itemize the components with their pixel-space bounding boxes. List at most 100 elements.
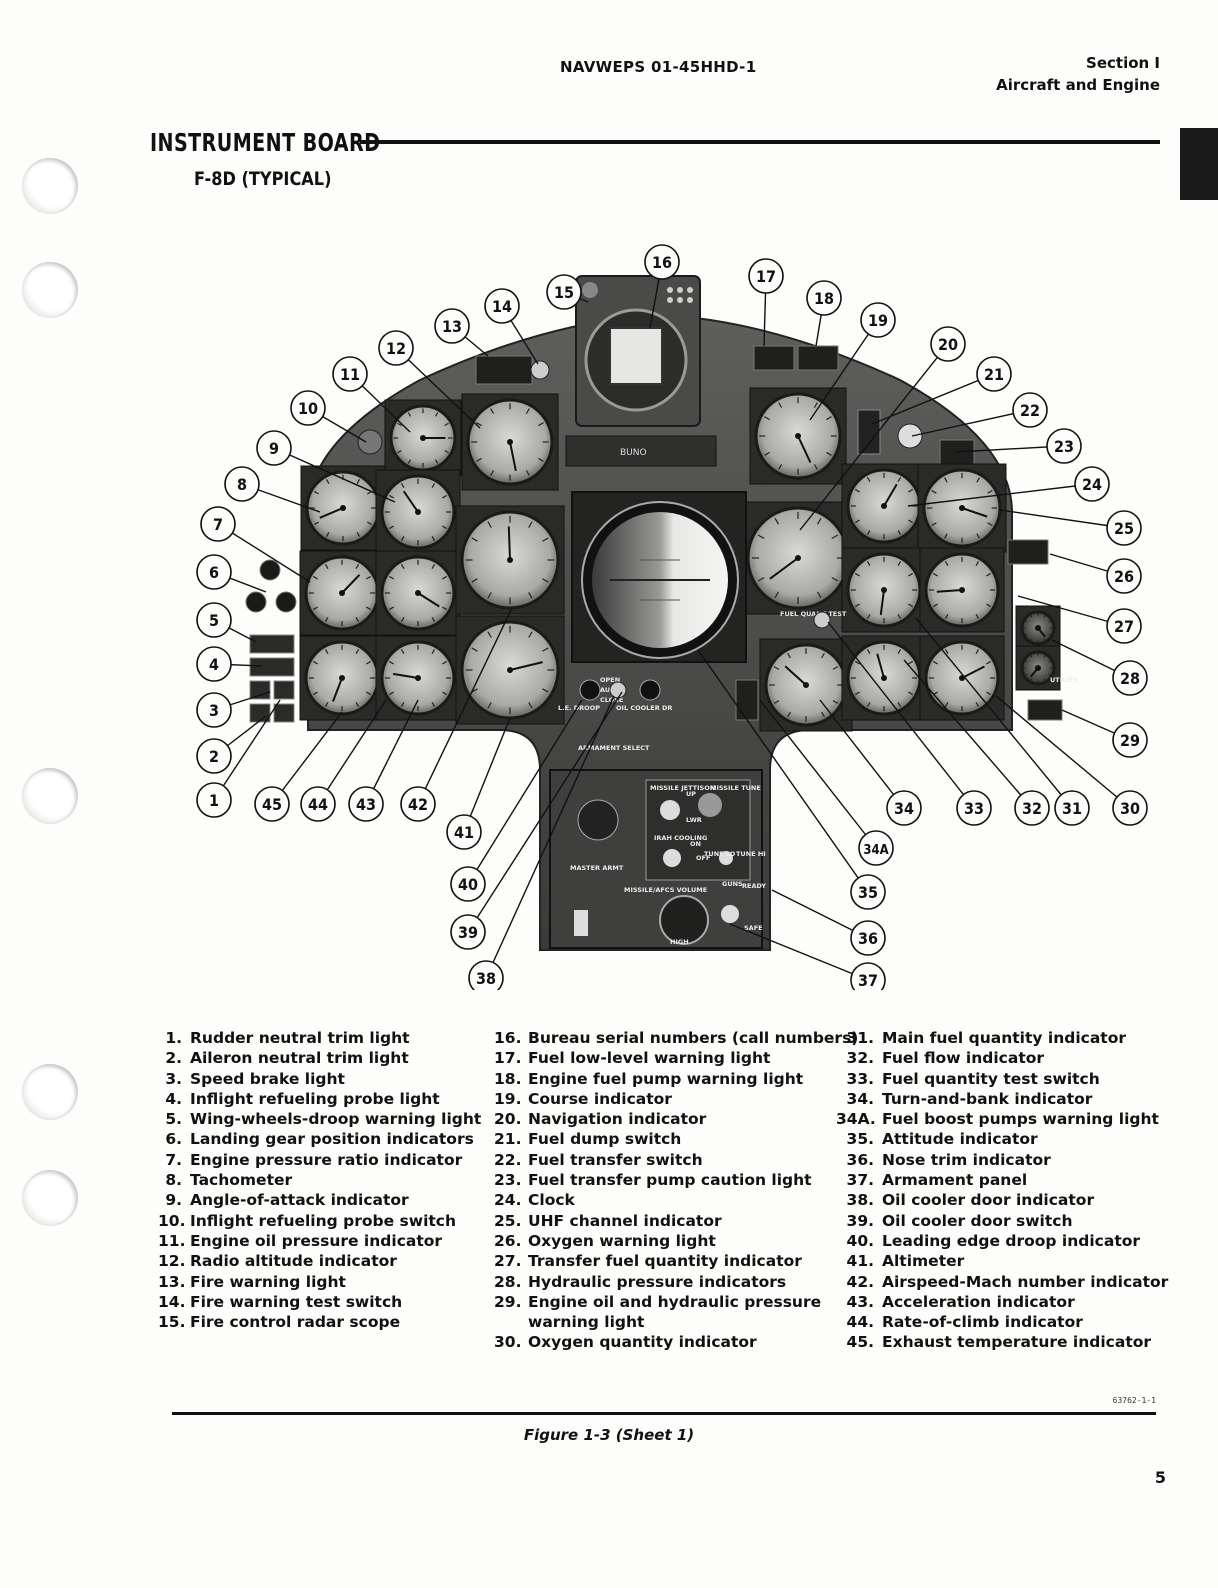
legend-item: 27.Transfer fuel quantity indicator	[494, 1252, 802, 1271]
section-thumb-tab	[1180, 128, 1218, 200]
uhf-channel-gauge	[917, 463, 1007, 553]
callout-bubble: 10	[290, 390, 326, 426]
legend-item: 16.Bureau serial numbers (call numbers)	[494, 1029, 859, 1047]
callout-bubble: 1	[196, 782, 232, 818]
callout-leader-line	[907, 483, 1093, 507]
radio-altitude-gauge	[461, 393, 559, 491]
legend-item: 17.Fuel low-level warning light	[494, 1049, 771, 1068]
exhaust-temperature-gauge	[299, 635, 385, 721]
svg-text:TUNE HI: TUNE HI	[736, 850, 766, 858]
callout-bubble: 4	[196, 646, 232, 682]
callout-bubble: 2	[196, 738, 232, 774]
callout-number: 32	[1022, 799, 1042, 818]
legend-item: 35.Attitude indicator	[846, 1130, 1038, 1149]
callout-bubble: 36	[850, 920, 886, 956]
callout-number: 9	[269, 439, 279, 458]
legend-item: 8.Tachometer	[165, 1171, 293, 1190]
callout-bubble: 3	[196, 692, 232, 728]
callout-number: 26	[1114, 567, 1134, 586]
legend-column-2: 16.Bureau serial numbers (call numbers) …	[494, 1028, 858, 1353]
svg-text:ARMAMENT SELECT: ARMAMENT SELECT	[578, 744, 650, 752]
legend-item: 14.Fire warning test switch	[158, 1292, 403, 1311]
callout-number: 19	[868, 311, 888, 330]
legend-column-3: 31.Main fuel quantity indicator 32.Fuel …	[836, 1028, 1168, 1353]
callout-bubble: 44	[300, 786, 336, 822]
clock-gauge	[841, 463, 927, 549]
course-indicator-gauge	[749, 387, 847, 485]
callout-leader-line	[271, 711, 343, 805]
transfer-fuel-quantity-gauge	[919, 547, 1005, 633]
callout-number: 29	[1120, 731, 1140, 750]
svg-text:UTILITY: UTILITY	[1050, 676, 1078, 684]
svg-text:TUNE LO: TUNE LO	[704, 850, 736, 858]
legend-item: 21.Fuel dump switch	[494, 1130, 682, 1149]
fire-warning-light	[475, 355, 533, 385]
legend-item: 24.Clock	[494, 1191, 575, 1210]
fire-warning-test-switch	[530, 360, 550, 380]
section-number: Section I	[1086, 54, 1160, 72]
callout-number: 39	[458, 923, 478, 942]
armament-panel	[549, 769, 763, 949]
callout-bubble: 12	[378, 330, 414, 366]
inflight-refueling-probe-switch	[357, 429, 383, 455]
callout-bubble: 6	[196, 554, 232, 590]
callout-bubble: 35	[850, 874, 886, 910]
callout-bubble: 22	[1012, 392, 1048, 428]
legend-item: 38.Oil cooler door indicator	[846, 1191, 1095, 1210]
callout-bubble: 31	[1054, 790, 1090, 826]
callout-bubble: 39	[450, 914, 486, 950]
legend-item: 36.Nose trim indicator	[846, 1150, 1051, 1169]
drawing-code: 63762-1-1	[1112, 1396, 1156, 1405]
section-title: Aircraft and Engine	[996, 76, 1160, 94]
callout-number: 28	[1120, 669, 1140, 688]
armament-panel-labels: MISSILE JETTISON MISSILE TUNE IRAH COOLI…	[558, 610, 1078, 946]
legend-item: 34.Turn-and-bank indicator	[846, 1089, 1093, 1108]
tachometer-gauge	[300, 465, 386, 551]
hydraulic-pressure-gauge-2	[1015, 645, 1061, 691]
callout-bubble: 16	[644, 244, 680, 280]
callout-number: 27	[1114, 617, 1134, 636]
center-lower-indicators	[579, 611, 831, 721]
svg-text:OIL COOLER DR: OIL COOLER DR	[616, 704, 672, 712]
callout-bubble: 11	[332, 356, 368, 392]
legend-item: 23.Fuel transfer pump caution light	[494, 1171, 812, 1190]
legend-item: 45.Exhaust temperature indicator	[846, 1333, 1152, 1352]
legend-item: 32.Fuel flow indicator	[846, 1049, 1045, 1068]
binder-hole-4	[22, 1064, 78, 1120]
callout-leader-line	[1017, 595, 1125, 627]
callout-bubble: 15	[546, 274, 582, 310]
callout-number: 3	[209, 701, 219, 720]
legend-item: 28.Hydraulic pressure indicators	[494, 1272, 787, 1291]
callout-bubble: 29	[1112, 722, 1148, 758]
legend-item: 30.Oxygen quantity indicator	[494, 1333, 757, 1352]
callout-bubble: 23	[1046, 428, 1082, 464]
callout-bubble: 32	[1014, 790, 1050, 826]
radar-scope-housing	[575, 275, 701, 427]
callout-number: 16	[652, 253, 672, 272]
callout-number: 20	[938, 335, 958, 354]
legend-item: 33.Fuel quantity test switch	[846, 1069, 1100, 1088]
callout-bubble: 18	[806, 280, 842, 316]
legend-item: 43.Acceleration indicator	[846, 1292, 1075, 1311]
svg-text:MISSILE TUNE: MISSILE TUNE	[710, 784, 761, 792]
callout-bubble: 34A	[858, 830, 894, 866]
legend-item: 29.Engine oil and hydraulic pressure	[494, 1292, 822, 1311]
callout-bubble: 26	[1106, 558, 1142, 594]
callout-number: 36	[858, 929, 878, 948]
svg-text:LWR: LWR	[686, 816, 702, 824]
callout-bubble: 28	[1112, 660, 1148, 696]
legend-item: 6.Landing gear position indicators	[165, 1130, 474, 1149]
legend-item: 41.Altimeter	[846, 1252, 965, 1271]
legend-item: 40.Leading edge droop indicator	[846, 1231, 1141, 1250]
fuel-flow-gauge	[841, 635, 927, 721]
legend-column-1: 1.Rudder neutral trim light 2.Aileron ne…	[158, 1028, 481, 1332]
callout-number: 41	[454, 823, 474, 842]
bureau-plate	[565, 435, 717, 467]
callout-leader-line	[819, 699, 905, 809]
legend-item: 39.Oil cooler door switch	[846, 1211, 1073, 1230]
figure-title: INSTRUMENT BOARD	[150, 128, 381, 157]
acceleration-gauge	[375, 635, 461, 721]
fuel-transfer-switch	[897, 423, 923, 449]
callout-bubble: 24	[1074, 466, 1110, 502]
legend-item: 1.Rudder neutral trim light	[165, 1029, 410, 1047]
